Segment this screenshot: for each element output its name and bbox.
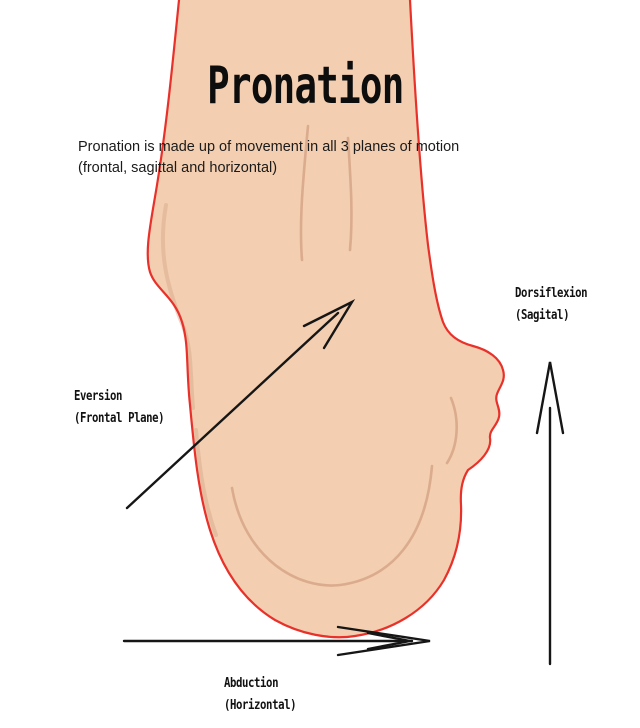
page-title: Pronation xyxy=(0,60,610,112)
foot-shape xyxy=(146,0,505,639)
eversion-label-line-1: Eversion xyxy=(74,389,123,404)
abduction-label-line-1: Abduction xyxy=(224,676,279,691)
dorsiflexion-label-line-2: (Sagital) xyxy=(515,307,570,323)
dorsiflexion-label: Dorsiflexion (Sagital) xyxy=(515,283,603,327)
abduction-arrow xyxy=(122,625,431,657)
eversion-label: Eversion (Frontal Plane) xyxy=(74,386,184,430)
subtitle: Pronation is made up of movement in all … xyxy=(78,137,578,180)
subtitle-line-2: (frontal, sagittal and horizontal) xyxy=(78,160,278,177)
abduction-label: Abduction (Horizontal) xyxy=(224,673,312,717)
subtitle-line-1: Pronation is made up of movement in all … xyxy=(78,139,460,155)
eversion-label-line-2: (Frontal Plane) xyxy=(74,410,165,426)
eversion-arrow xyxy=(125,299,356,510)
abduction-label-line-2: (Horizontal) xyxy=(224,697,297,713)
dorsiflexion-label-line-1: Dorsiflexion xyxy=(515,286,588,301)
page-title-text: Pronation xyxy=(206,56,404,116)
dorsiflexion-arrow xyxy=(535,361,565,666)
